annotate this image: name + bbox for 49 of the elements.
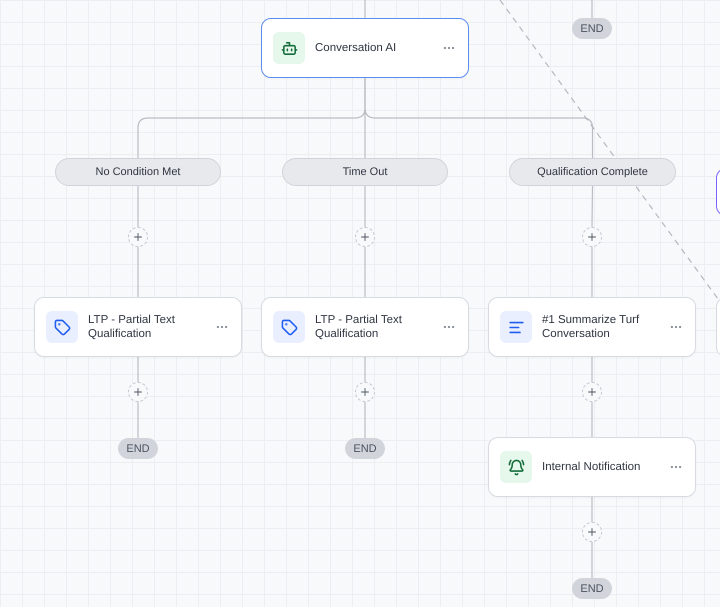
connector-line bbox=[137, 357, 139, 382]
connector-line bbox=[364, 186, 366, 227]
add-step-button bbox=[582, 382, 602, 402]
connector-line bbox=[364, 78, 594, 158]
step-title: Internal Notification bbox=[541, 460, 642, 474]
end-terminal bbox=[118, 438, 158, 459]
step-card bbox=[261, 297, 469, 357]
add-step-button bbox=[582, 522, 602, 542]
connector-line bbox=[591, 542, 593, 578]
connector-line bbox=[364, 357, 366, 382]
branch-condition bbox=[509, 158, 676, 186]
branch-condition bbox=[55, 158, 221, 186]
add-step-button bbox=[355, 382, 375, 402]
connector-line bbox=[364, 247, 366, 297]
connector-line bbox=[591, 497, 593, 522]
connector-line bbox=[364, 0, 366, 18]
end-label: END bbox=[126, 442, 150, 454]
end-terminal bbox=[572, 18, 612, 39]
condition-label: Time Out bbox=[342, 166, 388, 178]
step-card bbox=[488, 437, 696, 497]
condition-label: No Condition Met bbox=[96, 166, 180, 178]
connector-line bbox=[591, 186, 594, 227]
add-step-button bbox=[128, 227, 148, 247]
step-title: #1 Summarize Turf Conversation bbox=[541, 313, 640, 341]
connector-line bbox=[137, 186, 139, 227]
connector-line bbox=[500, 0, 718, 300]
add-step-button bbox=[582, 227, 602, 247]
step-card bbox=[261, 18, 469, 78]
connector-line bbox=[364, 402, 366, 438]
connector-line bbox=[591, 247, 593, 297]
end-label: END bbox=[580, 582, 604, 594]
connector-line bbox=[137, 247, 139, 297]
add-step-button bbox=[355, 227, 375, 247]
step-card bbox=[488, 297, 696, 357]
step-title: Conversation AI bbox=[314, 41, 398, 55]
end-terminal bbox=[572, 578, 612, 599]
connector-line bbox=[591, 402, 593, 437]
condition-label: Qualification Complete bbox=[537, 166, 648, 178]
step-title: LTP - Partial Text Qualification bbox=[87, 313, 176, 341]
connector-line bbox=[591, 357, 593, 382]
end-label: END bbox=[353, 442, 377, 454]
add-step-button bbox=[128, 382, 148, 402]
connector-line bbox=[137, 402, 139, 438]
step-card bbox=[34, 297, 242, 357]
end-label: END bbox=[580, 22, 604, 34]
end-terminal bbox=[345, 438, 385, 459]
connector-line bbox=[591, 0, 593, 18]
branch-condition bbox=[282, 158, 448, 186]
step-title: LTP - Partial Text Qualification bbox=[314, 313, 403, 341]
